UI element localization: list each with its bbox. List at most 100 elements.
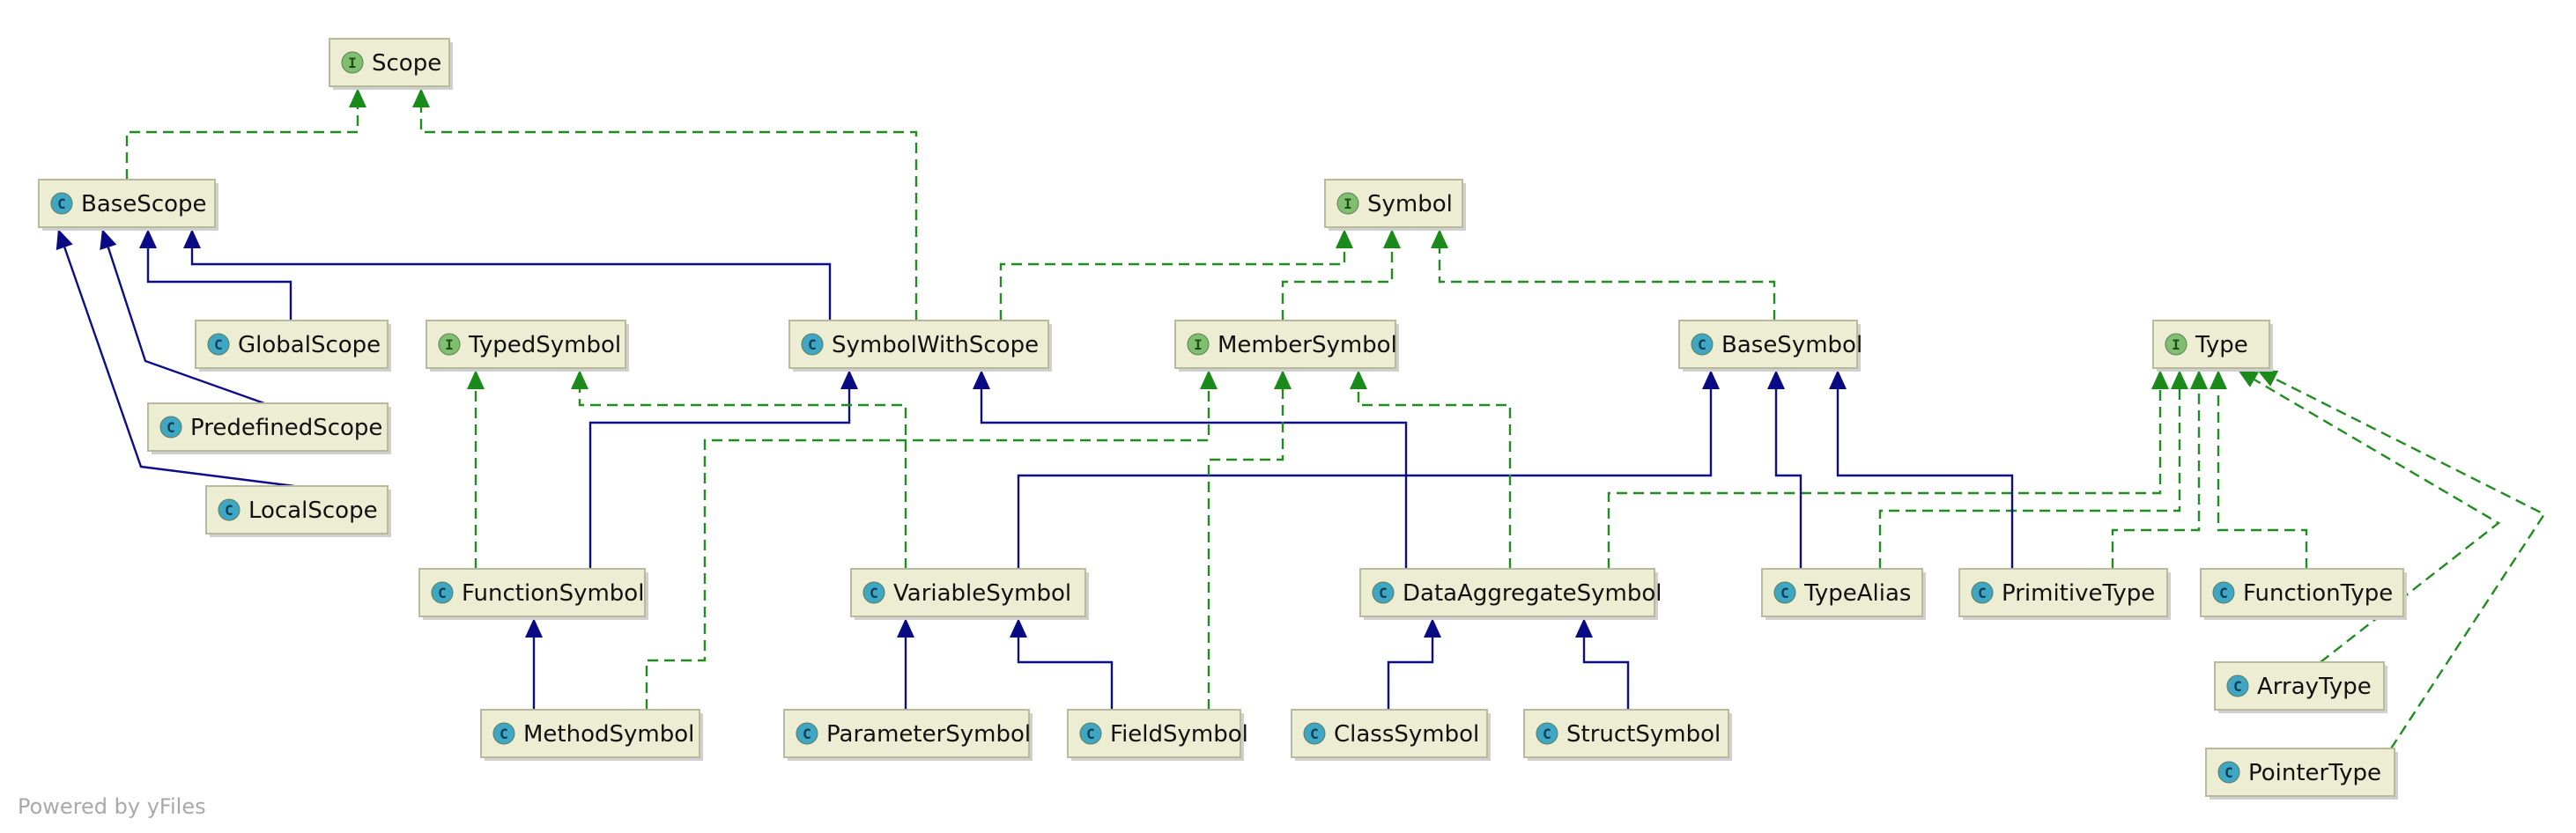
- edge-FunctionType-implements-Type: [2210, 370, 2308, 569]
- edge-line: [645, 389, 1210, 710]
- class-badge-icon: C: [1773, 581, 1796, 604]
- node-label: Scope: [372, 50, 441, 77]
- class-badge-icon: C: [1536, 722, 1558, 745]
- edge-BaseScope-implements-Scope: [125, 88, 366, 180]
- node-box: [1958, 568, 2168, 617]
- node-MethodSymbol[interactable]: C MethodSymbol: [480, 709, 703, 761]
- edge-line: [2111, 389, 2201, 569]
- edge-LocalScope-extends-BaseScope: [56, 229, 295, 488]
- badge-letter: C: [2224, 764, 2233, 781]
- arrowhead-icon: [2257, 370, 2279, 387]
- edge-line: [1357, 389, 1512, 569]
- edge-line: [190, 248, 832, 321]
- edge-VariableSymbol-implements-TypedSymbol: [571, 370, 907, 569]
- node-VariableSymbol[interactable]: C VariableSymbol: [850, 568, 1089, 620]
- arrowhead-icon: [1383, 229, 1401, 248]
- arrowhead-icon: [2151, 370, 2169, 389]
- badge-letter: C: [225, 502, 233, 519]
- node-box: [418, 568, 646, 617]
- edge-line: [419, 107, 918, 321]
- edge-line: [1836, 389, 2014, 569]
- edge-ParameterSymbol-extends-VariableSymbol: [897, 618, 914, 710]
- node-box: [1174, 320, 1396, 369]
- edge-line: [1774, 389, 1802, 569]
- arrowhead-icon: [349, 88, 366, 107]
- powered-by-footer: Powered by yFiles: [18, 794, 206, 819]
- node-PrimitiveType[interactable]: C PrimitiveType: [1958, 568, 2171, 620]
- class-badge-icon: C: [50, 192, 73, 215]
- node-label: BaseSymbol: [1721, 332, 1862, 358]
- arrowhead-icon: [1274, 370, 1292, 389]
- arrowhead-icon: [183, 229, 201, 248]
- edge-line: [999, 248, 1346, 321]
- edge-GlobalScope-extends-BaseScope: [139, 229, 292, 321]
- interface-badge-icon: I: [1336, 192, 1359, 215]
- badge-letter: C: [2233, 678, 2242, 695]
- node-label: PredefinedScope: [190, 415, 382, 441]
- edges-layer: [56, 88, 2546, 749]
- node-Scope[interactable]: I Scope: [329, 38, 453, 90]
- edge-PointerType-implements-Type: [2257, 370, 2546, 749]
- badge-letter: C: [1379, 585, 1388, 601]
- badge-letter: C: [1698, 336, 1706, 353]
- edge-PrimitiveType-implements-Type: [2111, 370, 2208, 569]
- node-box: [1324, 179, 1463, 228]
- edge-ClassSymbol-extends-DataAggregateSymbol: [1387, 618, 1441, 710]
- arrowhead-icon: [1424, 618, 1441, 638]
- node-StructSymbol[interactable]: C StructSymbol: [1523, 709, 1732, 761]
- class-badge-icon: C: [1691, 333, 1714, 356]
- badge-letter: C: [1978, 585, 1987, 601]
- node-label: PrimitiveType: [2002, 580, 2155, 607]
- interface-badge-icon: I: [341, 51, 364, 74]
- class-badge-icon: C: [492, 722, 515, 745]
- arrowhead-icon: [840, 370, 858, 389]
- arrowhead-icon: [1350, 370, 1367, 389]
- class-badge-icon: C: [796, 722, 818, 745]
- node-label: VariableSymbol: [893, 580, 1071, 607]
- edge-FieldSymbol-implements-MemberSymbol: [1207, 370, 1292, 710]
- edge-FunctionSymbol-extends-SymbolWithScope: [588, 370, 858, 569]
- edge-BaseSymbol-implements-Symbol: [1431, 229, 1776, 321]
- arrowhead-icon: [2190, 370, 2208, 389]
- node-PointerType[interactable]: C PointerType: [2205, 748, 2398, 800]
- edge-line: [63, 247, 295, 488]
- badge-letter: C: [808, 336, 817, 353]
- edge-line: [1207, 389, 1284, 710]
- node-label: StructSymbol: [1566, 721, 1721, 748]
- class-badge-icon: C: [801, 333, 824, 356]
- arrowhead-icon: [2238, 370, 2260, 387]
- edge-line: [578, 389, 907, 569]
- node-label: MemberSymbol: [1218, 332, 1397, 358]
- edge-TypeAlias-implements-Type: [1878, 370, 2188, 569]
- node-label: GlobalScope: [238, 332, 381, 358]
- arrowhead-icon: [56, 229, 73, 251]
- node-box: [783, 709, 1030, 758]
- node-BaseSymbol[interactable]: C BaseSymbol: [1678, 320, 1862, 372]
- node-label: ClassSymbol: [1334, 721, 1479, 748]
- node-label: PointerType: [2248, 760, 2381, 786]
- badge-letter: C: [500, 726, 508, 742]
- arrowhead-icon: [1200, 370, 1218, 389]
- edge-line: [980, 389, 1408, 569]
- arrowhead-icon: [412, 88, 430, 107]
- badge-letter: C: [870, 585, 878, 601]
- edge-line: [1582, 638, 1630, 710]
- node-label: MethodSymbol: [523, 721, 694, 748]
